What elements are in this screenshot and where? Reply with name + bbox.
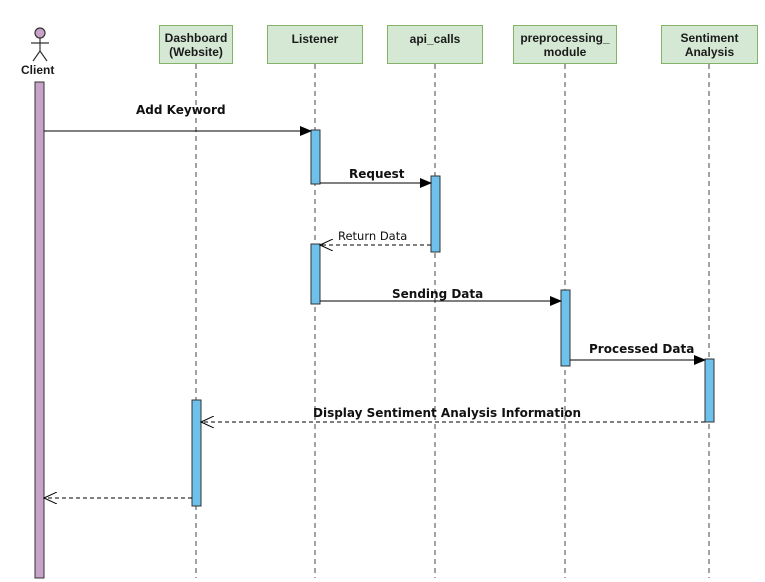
participant-listener-label: Listener	[291, 31, 339, 46]
sentiment-activation	[704, 358, 715, 423]
participant-preprocessing: preprocessing_ module	[513, 25, 617, 64]
lifelines	[195, 64, 710, 578]
msg-display-info-label: Display Sentiment Analysis Information	[313, 406, 581, 420]
participant-api-calls: api_calls	[387, 25, 483, 64]
participant-dashboard-line2: (Website)	[169, 44, 223, 59]
msg-add-keyword-label: Add Keyword	[136, 103, 226, 117]
participant-sentiment: Sentiment Analysis	[661, 25, 758, 64]
msg-request-label: Request	[349, 167, 405, 181]
participant-dashboard-line1: Dashboard	[164, 30, 228, 45]
participant-listener: Listener	[267, 25, 363, 64]
participant-dashboard: Dashboard (Website)	[159, 25, 233, 64]
participant-api-calls-label: api_calls	[409, 31, 461, 46]
client-actor-icon	[31, 27, 49, 62]
preprocessing-activation	[560, 289, 571, 367]
dashboard-activation	[191, 399, 202, 507]
msg-processed-data-label: Processed Data	[589, 342, 695, 356]
client-activation-bar	[34, 81, 45, 579]
msg-return-data-label: Return Data	[338, 229, 408, 243]
listener-activation-2	[310, 243, 321, 305]
msg-sending-data-label: Sending Data	[392, 287, 484, 301]
participant-sentiment-line1: Sentiment	[680, 30, 739, 45]
participant-preprocessing-line1: preprocessing_	[520, 30, 610, 45]
api-calls-activation	[430, 175, 441, 253]
participant-sentiment-line2: Analysis	[684, 44, 735, 59]
client-label: Client	[21, 63, 55, 77]
participant-preprocessing-line2: module	[543, 44, 587, 59]
listener-activation-1	[310, 129, 321, 185]
